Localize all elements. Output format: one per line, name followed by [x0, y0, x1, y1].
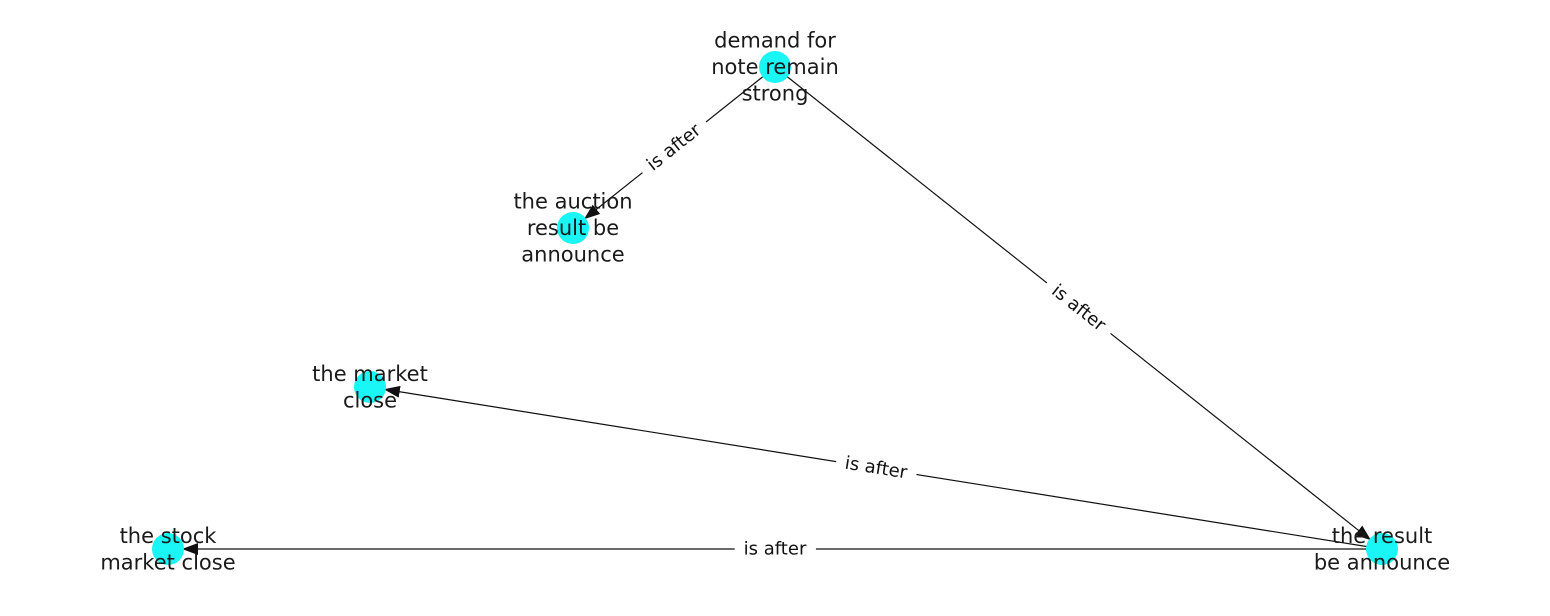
node-circle-n3: [354, 371, 386, 403]
node-label-line: the result: [1332, 524, 1433, 548]
node-label-line: the market: [312, 362, 428, 386]
edge-label-background: [1039, 273, 1119, 344]
node-label-line: demand for: [714, 29, 836, 53]
edge-label: is after: [643, 119, 706, 175]
edge-label-group: is after: [634, 112, 714, 183]
node-label-line: close: [343, 388, 397, 412]
edge-labels-layer: is after is after is after is after: [634, 112, 1119, 562]
node-circle-n4: [152, 533, 184, 565]
edge-label: is after: [1047, 280, 1110, 336]
nodes-layer: [152, 51, 1398, 565]
node-label-line: be announce: [1314, 550, 1450, 574]
node-label-line: result be: [527, 216, 619, 240]
edge-label-group: is after: [834, 449, 919, 487]
edge-label-background: [834, 449, 919, 487]
node-label-line: strong: [742, 82, 809, 106]
edges-layer: [182, 66, 1383, 555]
node-label-line: the stock: [120, 524, 218, 548]
edge-label: is after: [744, 539, 807, 560]
node-label-line: note remain: [711, 55, 839, 79]
edge-label-background: [634, 112, 714, 183]
node-circle-n1: [759, 51, 791, 83]
node-label-line: market close: [100, 550, 235, 574]
edge-label-group: is after: [1039, 273, 1119, 344]
edge-label-group: is after: [734, 536, 816, 562]
node-label-line: the auction: [513, 190, 632, 214]
node-circle-n2: [557, 212, 589, 244]
edge-label-background: [734, 536, 816, 562]
node-circle-n5: [1366, 533, 1398, 565]
node-label-line: announce: [521, 243, 624, 267]
